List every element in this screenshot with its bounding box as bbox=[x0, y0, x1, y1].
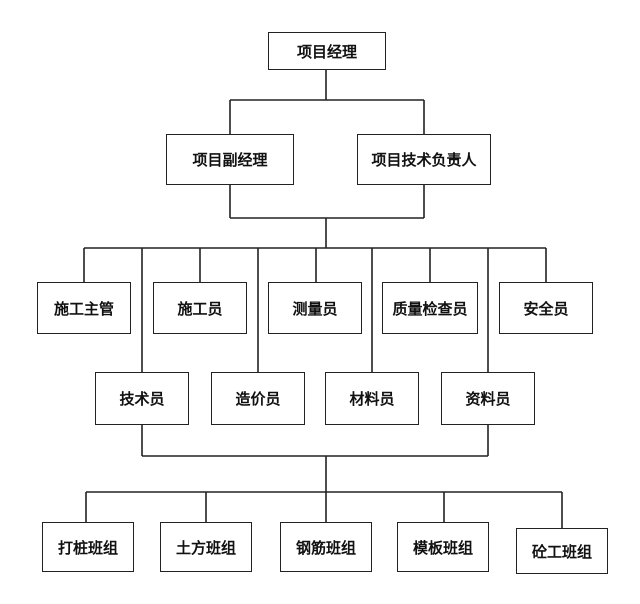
node-label: 施工主管 bbox=[53, 299, 114, 318]
node-rebar-team: 钢筋班组 bbox=[280, 522, 372, 572]
node-quality-inspector: 质量检查员 bbox=[382, 282, 478, 334]
node-safety-officer: 安全员 bbox=[499, 282, 593, 334]
node-label: 技术员 bbox=[119, 390, 165, 408]
node-label: 模板班组 bbox=[412, 538, 473, 557]
node-label: 资料员 bbox=[465, 390, 511, 408]
node-label: 测量员 bbox=[292, 299, 338, 318]
node-label: 土方班组 bbox=[175, 538, 236, 557]
node-label: 项目副经理 bbox=[192, 151, 268, 169]
node-label: 砼工班组 bbox=[531, 542, 592, 561]
node-materials-officer: 材料员 bbox=[325, 372, 419, 425]
node-documentation-officer: 资料员 bbox=[441, 372, 535, 425]
node-label: 安全员 bbox=[523, 299, 569, 318]
node-piling-team: 打桩班组 bbox=[42, 522, 134, 572]
node-cost-estimator: 造价员 bbox=[211, 372, 305, 425]
node-label: 打桩班组 bbox=[57, 538, 118, 557]
node-label: 项目经理 bbox=[296, 42, 357, 61]
node-label: 造价员 bbox=[235, 390, 281, 408]
node-label: 钢筋班组 bbox=[295, 538, 356, 557]
node-earthwork-team: 土方班组 bbox=[160, 522, 252, 572]
node-label: 材料员 bbox=[349, 390, 395, 408]
node-formwork-team: 模板班组 bbox=[397, 522, 489, 572]
node-deputy-manager: 项目副经理 bbox=[166, 134, 294, 185]
node-technical-lead: 项目技术负责人 bbox=[357, 134, 491, 185]
node-construction-supervisor: 施工主管 bbox=[37, 282, 131, 334]
node-surveyor: 测量员 bbox=[268, 282, 362, 334]
node-label: 项目技术负责人 bbox=[371, 151, 477, 169]
node-construction-worker: 施工员 bbox=[153, 282, 247, 334]
node-label: 质量检查员 bbox=[392, 299, 468, 318]
node-technician: 技术员 bbox=[95, 372, 189, 425]
node-project-manager: 项目经理 bbox=[268, 32, 386, 70]
node-concrete-team: 砼工班组 bbox=[516, 528, 608, 574]
node-label: 施工员 bbox=[177, 299, 223, 318]
